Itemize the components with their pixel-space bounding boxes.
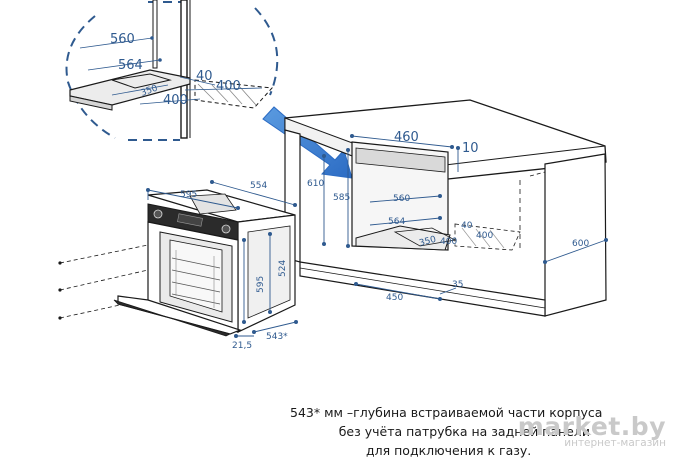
detail-vent-400-label: 400 [216,79,241,94]
cabinet-width-460-label: 460 [394,130,419,145]
cabinet-offset-10-label: 10 [462,141,479,156]
caption-note: 543* мм – глубина встраиваемой части кор… [290,403,602,460]
cabinet-height-610-label: 610 [307,179,324,189]
detail-depth-560-label: 560 [110,32,135,47]
detail-depth-564-label: 564 [118,58,143,73]
watermark-brand: market.by [517,412,666,441]
cabinet-bottom-400-label: 400 [440,237,457,247]
cabinet-base-35-label: 35 [452,280,463,290]
oven-depth-543-label: 543* [266,332,288,342]
oven-height-595-label: 595 [256,276,266,293]
cabinet-depth-564-label: 564 [388,217,405,227]
cabinet-height-585-label: 585 [333,193,350,203]
cabinet-vent-400-label: 400 [476,231,493,241]
watermark: market.by интернет-магазин [518,412,666,449]
cabinet-depth-600-label: 600 [572,239,589,249]
caption-row: без учёта патрубка на задней панели [290,422,590,441]
caption-line-1: глубина встраиваемой части корпуса [353,405,603,420]
watermark-subtitle: интернет-магазин [564,437,666,449]
oven-drawing: 595 554 595 524 543* 21,5 [58,180,298,351]
detail-vent-40-label: 40 [196,69,213,84]
cabinet-bottom-350-label: 350 [418,235,437,249]
caption-row: 543* мм – глубина встраиваемой части кор… [290,403,602,422]
detail-inset: 560 564 40 400 350 400 [65,0,279,141]
cabinet-depth-560-label: 560 [393,194,410,204]
cabinet-vent-40-label: 40 [461,221,473,231]
oven-width-554-label: 554 [250,181,267,191]
cabinet-base-450-label: 450 [386,293,403,303]
cabinet-drawing: 610 585 460 10 560 564 40 400 350 400 60… [284,99,608,317]
caption-key: 543* мм – [290,405,354,420]
detail-bottom-400-label: 400 [163,93,188,108]
oven-width-595-label: 595 [180,190,197,200]
oven-height-524-label: 524 [278,260,288,277]
oven-bottom-21-5-label: 21,5 [232,341,252,351]
caption-row: для подключения к газу. [290,441,590,460]
caption-line-3: для подключения к газу. [366,443,532,458]
caption-line-2: без учёта патрубка на задней панели [338,424,590,439]
